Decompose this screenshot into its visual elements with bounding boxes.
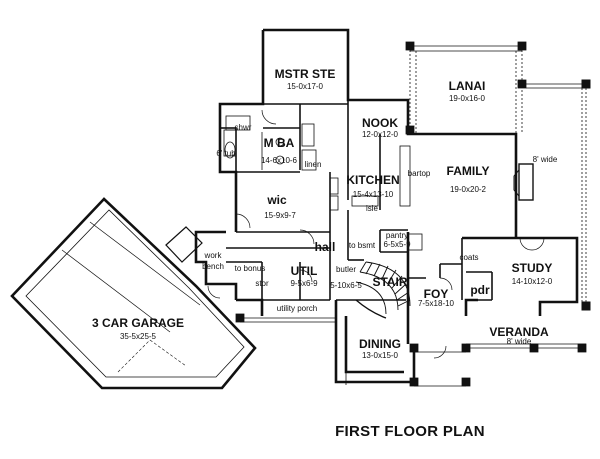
garage-label: 3 CAR GARAGE (91, 316, 184, 330)
pantry-label: pantry (385, 231, 409, 240)
butler-dimension: 5-10x6-5 (330, 281, 362, 290)
hall-label: hall (314, 240, 336, 254)
stor-label: stor (255, 279, 269, 288)
bath-fixtures (223, 115, 317, 171)
garage-walls (10, 197, 257, 390)
dining-dimension: 13-0x15-0 (361, 351, 399, 360)
garage-dimension: 35-5x25-5 (119, 332, 157, 341)
door-swings (207, 109, 545, 359)
study-dimension: 14-10x12-0 (511, 277, 553, 286)
butler-label: butler (335, 265, 356, 274)
stair-label: STAIR (372, 275, 408, 289)
bartop-label: bartop (407, 169, 431, 178)
foy-label: FOY (423, 287, 449, 301)
lanai-label: LANAI (448, 79, 486, 93)
kitchen-dimension: 15-4x13-10 (352, 190, 394, 199)
plan-title: FIRST FLOOR PLAN (335, 423, 485, 440)
mstr-ste-label: MSTR STE (274, 67, 336, 81)
veranda-dimension: 8' wide (506, 337, 532, 346)
work-bench-line1: work (204, 251, 222, 260)
pantry-dimension: 6-5x5-9 (383, 240, 411, 249)
family-walls (430, 79, 591, 311)
util-dimension: 9-5x6-9 (290, 279, 318, 288)
kitchen-isle-label: isle (365, 204, 378, 213)
kitchen-fixtures (329, 145, 423, 251)
lanai-outline (405, 41, 527, 135)
dining-label: DINING (359, 337, 401, 351)
coats-label: coats (459, 253, 479, 262)
family-porch-width-label: 8' wide (532, 155, 558, 164)
util-label: UTIL (290, 264, 318, 278)
shwr-label: shwr (234, 123, 252, 132)
to-bsmt-label: to bsmt (348, 241, 376, 250)
utility-porch-label: utility porch (276, 304, 318, 313)
to-bonus-label: to bonus (234, 264, 266, 273)
work-bench-line2: bench (202, 262, 224, 271)
m-ba-label: M BA (263, 136, 295, 150)
family-dimension: 19-0x20-2 (449, 185, 487, 194)
foy-dimension: 7-5x18-10 (417, 299, 455, 308)
family-label: FAMILY (446, 164, 490, 178)
study-label: STUDY (511, 261, 553, 275)
dining-bay (345, 316, 471, 387)
wic-dimension: 15-9x9-7 (264, 211, 296, 220)
lanai-dimension: 19-0x16-0 (448, 94, 486, 103)
nook-dimension: 12-0x12-0 (361, 130, 399, 139)
stair-graphic (355, 261, 411, 319)
nook-label: NOOK (362, 116, 398, 130)
veranda-outline (461, 343, 587, 353)
tub-label: 6' tub (216, 149, 236, 158)
utility-porch-outline (235, 313, 336, 323)
m-ba-dimension: 14-6x10-6 (260, 156, 298, 165)
kitchen-label: KITCHEN (346, 173, 400, 187)
mstr-ste-dimension: 15-0x17-0 (286, 82, 324, 91)
wic-label: wic (267, 193, 287, 207)
veranda-label: VERANDA (489, 325, 549, 339)
linen-label: linen (304, 160, 322, 169)
interior-walls (220, 100, 493, 301)
pdr-label: pdr (470, 283, 490, 297)
